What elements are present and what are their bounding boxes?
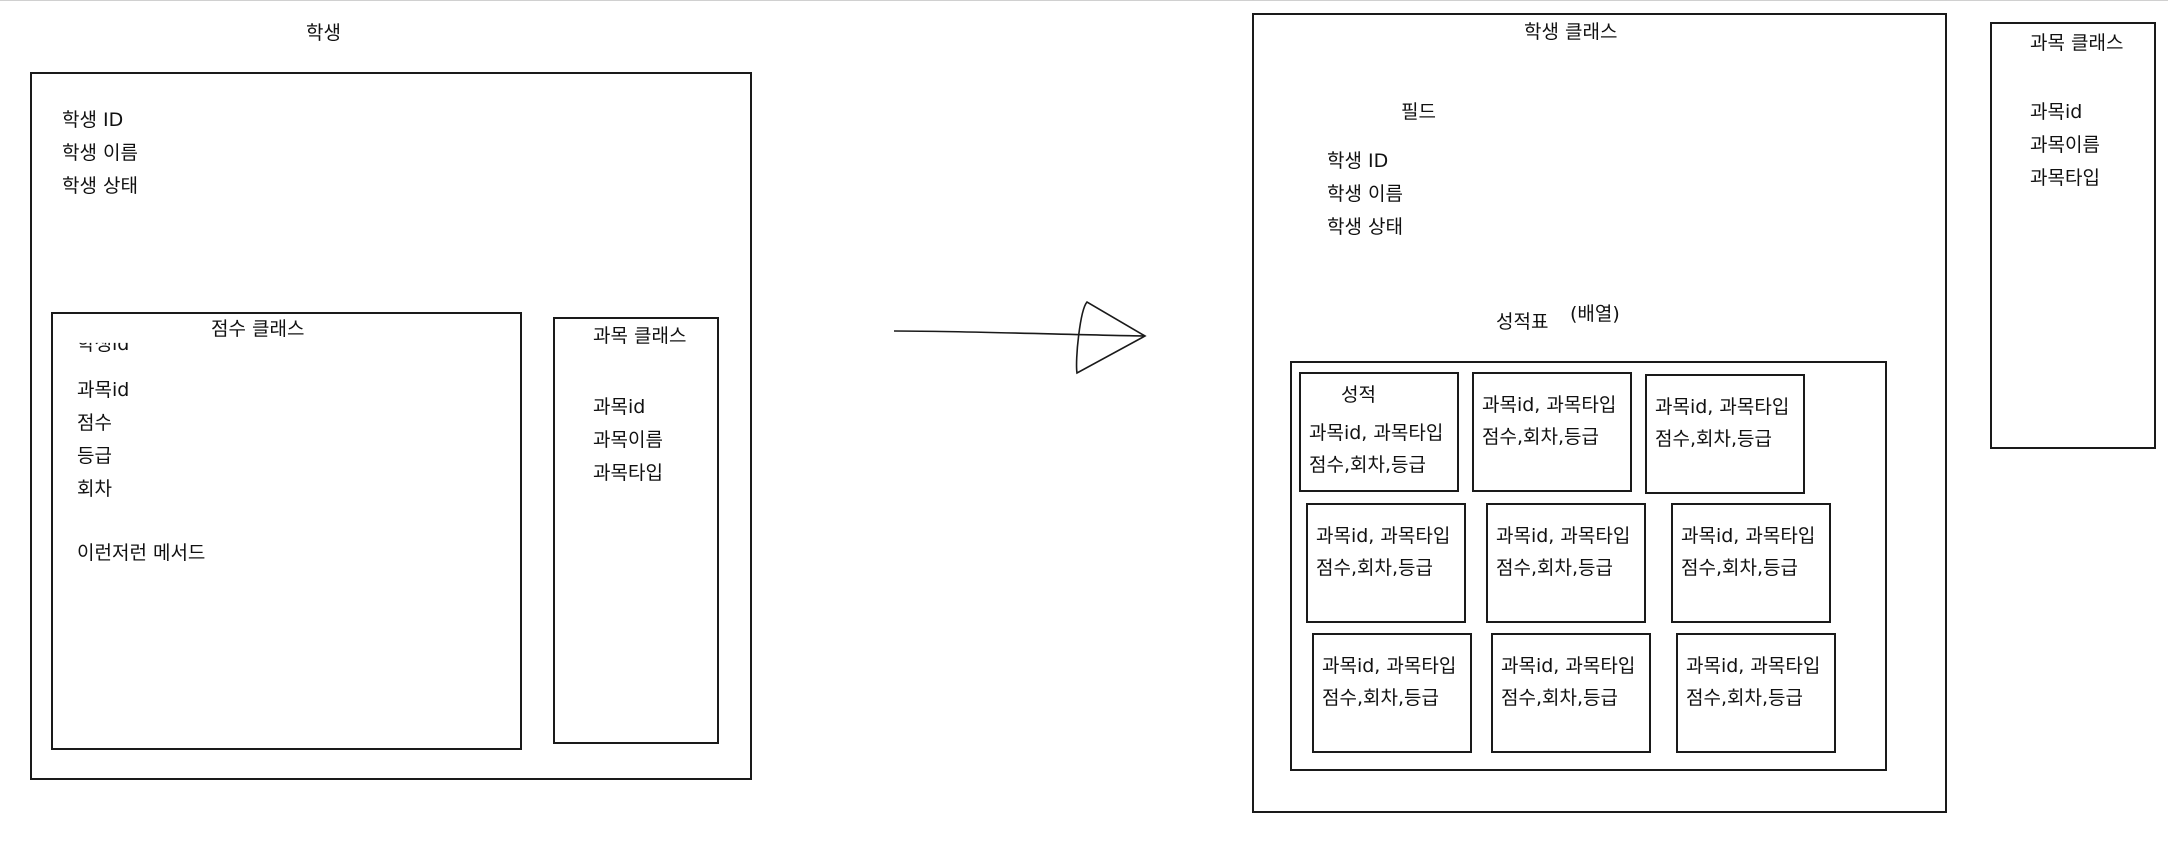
grade-card-line1: 과목id, 과목타입 [1681,525,1816,547]
left-subject-field-list: 과목id 과목이름 과목타입 [593,391,663,490]
grade-card: 과목id, 과목타입 점수,회차,등급 [1676,633,1836,753]
score-field-round: 회차 [77,478,112,500]
grade-card-line2: 점수,회차,등급 [1316,557,1433,579]
grade-card-line2: 점수,회차,등급 [1496,557,1613,579]
student-class-field-name: 학생 이름 [1327,183,1403,205]
grade-card-line1: 과목id, 과목타입 [1501,655,1636,677]
student-title: 학생 [306,22,341,44]
right-subject-field-type: 과목타입 [2030,167,2100,189]
grade-card: 과목id, 과목타입 점수,회차,등급 [1306,503,1466,623]
grade-card-line2: 점수,회차,등급 [1655,428,1772,450]
grade-card-line2: 점수,회차,등급 [1482,426,1599,448]
right-subject-field-name: 과목이름 [2030,134,2100,156]
score-class-box: 점수 클래스 학생id 과목id 점수 등급 회차 이런저런 메서드 [51,312,522,750]
field-heading: 필드 [1401,101,1436,123]
student-class-field-status: 학생 상태 [1327,216,1403,238]
right-subject-class-box: 과목 클래스 과목id 과목이름 과목타입 [1990,22,2156,449]
grade-card-line1: 과목id, 과목타입 [1316,525,1451,547]
right-subject-field-list: 과목id 과목이름 과목타입 [2030,96,2100,195]
report-card-box: 성적 과목id, 과목타입 점수,회차,등급 과목id, 과목타입 점수,회차,… [1290,361,1887,771]
grade-card: 과목id, 과목타입 점수,회차,등급 [1491,633,1651,753]
grade-card-line1: 과목id, 과목타입 [1496,525,1631,547]
grade-card-header: 성적 [1341,384,1376,406]
student-field-name: 학생 이름 [62,142,138,164]
grade-card-line1: 과목id, 과목타입 [1686,655,1821,677]
student-class-field-id: 학생 ID [1327,150,1389,172]
student-class-box: 학생 클래스 필드 학생 ID 학생 이름 학생 상태 성적표 (배열) [1252,13,1947,813]
grade-card: 과목id, 과목타입 점수,회차,등급 [1671,503,1831,623]
student-field-status: 학생 상태 [62,175,138,197]
grade-card-line2: 점수,회차,등급 [1686,687,1803,709]
array-label: (배열) [1570,303,1620,325]
left-subject-field-type: 과목타입 [593,462,663,484]
right-subject-field-id: 과목id [2030,101,2083,123]
report-card-label: 성적표 [1496,311,1549,333]
right-subject-class-title: 과목 클래스 [2030,32,2124,54]
score-field-grade: 등급 [77,445,112,467]
grade-card-line2: 점수,회차,등급 [1322,687,1439,709]
grade-card: 성적 과목id, 과목타입 점수,회차,등급 [1299,372,1459,492]
student-box: 학생 ID 학생 이름 학생 상태 [30,72,752,780]
left-subject-class-title: 과목 클래스 [593,325,687,347]
left-subject-field-name: 과목이름 [593,429,663,451]
grade-card-line1: 과목id, 과목타입 [1309,422,1444,444]
score-methods: 이런저런 메서드 [77,542,206,564]
student-field-list: 학생 ID 학생 이름 학생 상태 [62,104,138,203]
score-field-score: 점수 [77,412,112,434]
grade-card: 과목id, 과목타입 점수,회차,등급 [1486,503,1646,623]
grade-card-line1: 과목id, 과목타입 [1655,396,1790,418]
student-class-field-list: 학생 ID 학생 이름 학생 상태 [1327,145,1403,244]
grade-card: 과목id, 과목타입 점수,회차,등급 [1312,633,1472,753]
left-subject-field-id: 과목id [593,396,646,418]
grade-card-line1: 과목id, 과목타입 [1482,394,1617,416]
grade-card-line2: 점수,회차,등급 [1681,557,1798,579]
top-border-line [0,0,2168,1]
grade-card: 과목id, 과목타입 점수,회차,등급 [1472,372,1632,492]
score-class-title: 점수 클래스 [211,318,305,340]
grade-card-line1: 과목id, 과목타입 [1322,655,1457,677]
score-field-subject-id: 과목id [77,379,130,401]
grade-card-line2: 점수,회차,등급 [1309,454,1426,476]
student-field-id: 학생 ID [62,109,124,131]
grade-card: 과목id, 과목타입 점수,회차,등급 [1645,374,1805,494]
left-subject-class-box: 과목 클래스 과목id 과목이름 과목타입 [553,317,719,744]
grade-card-line2: 점수,회차,등급 [1501,687,1618,709]
score-field-list: 과목id 점수 등급 회차 [77,374,129,506]
student-class-title: 학생 클래스 [1524,21,1618,43]
score-field-cut-off: 학생id [77,333,130,355]
